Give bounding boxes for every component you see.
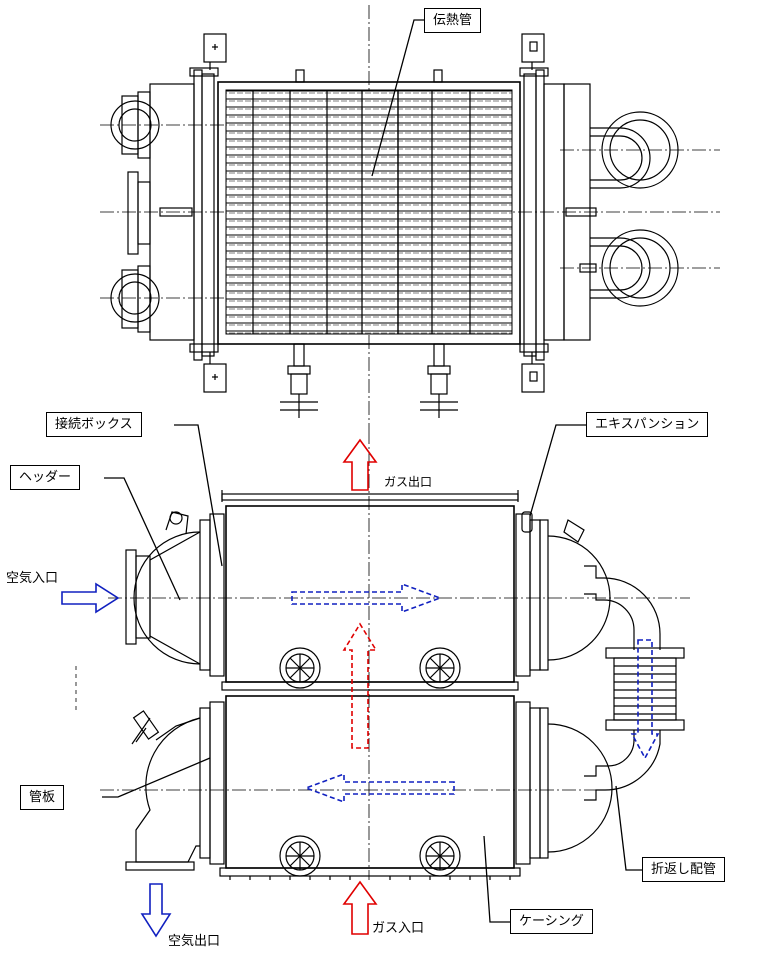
- label-casing: ケーシング: [510, 909, 593, 934]
- label-air-outlet: 空気出口: [168, 934, 221, 949]
- label-expansion: エキスパンション: [586, 412, 709, 437]
- label-gas-inlet: ガス入口: [372, 921, 425, 936]
- label-heat-tube: 伝熱管: [424, 8, 482, 33]
- leader-lines: [102, 19, 642, 923]
- label-connection-box: 接続ボックス: [46, 412, 142, 437]
- bottom-nozzle-right: [420, 343, 458, 418]
- bottom-nozzle-left: [280, 343, 318, 418]
- inspection-port-3: [279, 835, 321, 877]
- lower-right-header: [547, 723, 613, 853]
- upper-left-header: [133, 531, 201, 665]
- label-air-inlet: 空気入口: [6, 571, 59, 586]
- gas-internal-arrow: [342, 622, 378, 749]
- label-gas-outlet: ガス出口: [384, 475, 433, 489]
- inspection-port-2: [419, 647, 461, 689]
- upper-right-header: [547, 535, 611, 661]
- label-return-pipe: 折返し配管: [642, 857, 726, 882]
- air-internal-upper-arrow: [291, 582, 443, 614]
- top-casing: [217, 81, 521, 345]
- gas-inlet-arrow: [342, 880, 378, 935]
- label-header: ヘッダー: [10, 465, 81, 490]
- air-inlet-arrow: [61, 582, 120, 614]
- upper-casing: [225, 505, 515, 683]
- top-view: [100, 5, 720, 430]
- label-tube-sheet: 管板: [20, 785, 65, 810]
- side-view: [75, 430, 690, 880]
- air-internal-lower-arrow: [303, 772, 455, 804]
- air-outlet-arrow: [140, 883, 172, 938]
- return-pipe: [584, 565, 685, 801]
- flow-arrows: [61, 438, 660, 938]
- gas-outlet-arrow: [342, 438, 378, 491]
- inspection-port-4: [419, 835, 461, 877]
- lower-left-header: [135, 717, 201, 863]
- heat-tube-bank: [225, 89, 513, 335]
- inspection-port-1: [279, 647, 321, 689]
